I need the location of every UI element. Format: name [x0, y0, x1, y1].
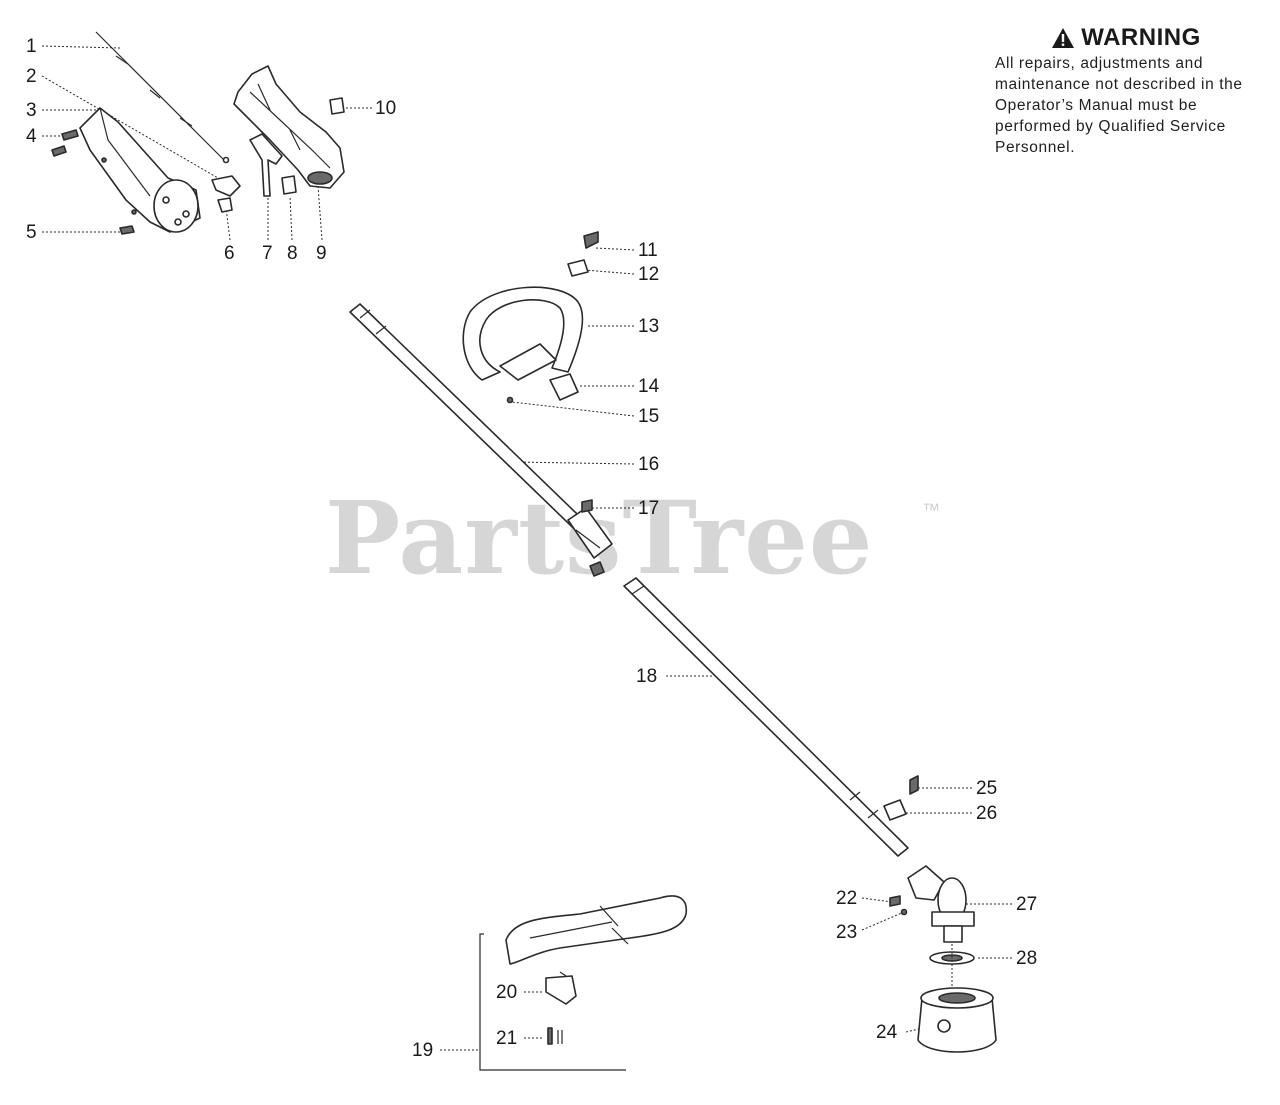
cutting-head-washer	[929, 944, 975, 990]
throttle-trigger	[249, 133, 297, 197]
callout-26: 26	[976, 803, 998, 824]
deflector-screws	[547, 1027, 563, 1045]
callout-7: 7	[262, 243, 273, 264]
warning-body: All repairs, adjustments and maintenance…	[995, 55, 1243, 156]
warning-notice: WARNING All repairs, adjustments and mai…	[995, 24, 1257, 158]
stop-switch	[329, 97, 345, 115]
throttle-cable	[95, 31, 230, 164]
handle-bracket	[506, 231, 599, 404]
watermark-trademark: ™	[922, 500, 940, 520]
callout-3: 3	[26, 100, 37, 121]
callout-19: 19	[412, 1040, 434, 1061]
shaft-clamp	[883, 775, 919, 821]
callout-25: 25	[976, 778, 998, 799]
line-cutoff-blade	[545, 971, 577, 1005]
callout-13: 13	[638, 316, 660, 337]
callout-17: 17	[638, 498, 660, 519]
gear-head	[889, 865, 975, 943]
lower-shaft	[623, 577, 909, 857]
shaft-coupler	[567, 499, 613, 577]
callout-15: 15	[638, 406, 660, 427]
rear-handle	[233, 65, 345, 189]
housing-cover	[79, 107, 201, 233]
callout-10: 10	[375, 98, 397, 119]
callout-18: 18	[636, 666, 658, 687]
leader-lines	[41, 45, 1012, 1071]
callout-1: 1	[26, 36, 37, 57]
callout-28: 28	[1016, 948, 1038, 969]
callout-8: 8	[287, 243, 298, 264]
callout-12: 12	[638, 264, 660, 285]
callout-14: 14	[638, 376, 660, 397]
callout-16: 16	[638, 454, 660, 475]
callout-24: 24	[876, 1022, 898, 1043]
warning-title: WARNING	[1081, 24, 1201, 51]
screws	[51, 129, 137, 235]
callout-22: 22	[836, 888, 858, 909]
callout-9: 9	[316, 243, 327, 264]
callout-5: 5	[26, 222, 37, 243]
callout-4: 4	[26, 126, 37, 147]
j-handle	[462, 286, 584, 381]
callout-20: 20	[496, 982, 518, 1003]
grass-deflector	[505, 895, 688, 965]
callout-27: 27	[1016, 894, 1038, 915]
cable-clip	[211, 175, 241, 213]
warning-triangle-icon	[1052, 28, 1075, 48]
trimmer-head	[917, 987, 997, 1053]
callout-2: 2	[26, 66, 37, 87]
callout-23: 23	[836, 922, 858, 943]
warning-heading: WARNING	[995, 24, 1257, 52]
callout-11: 11	[638, 240, 658, 261]
callout-21: 21	[496, 1028, 518, 1049]
callout-6: 6	[224, 243, 235, 264]
